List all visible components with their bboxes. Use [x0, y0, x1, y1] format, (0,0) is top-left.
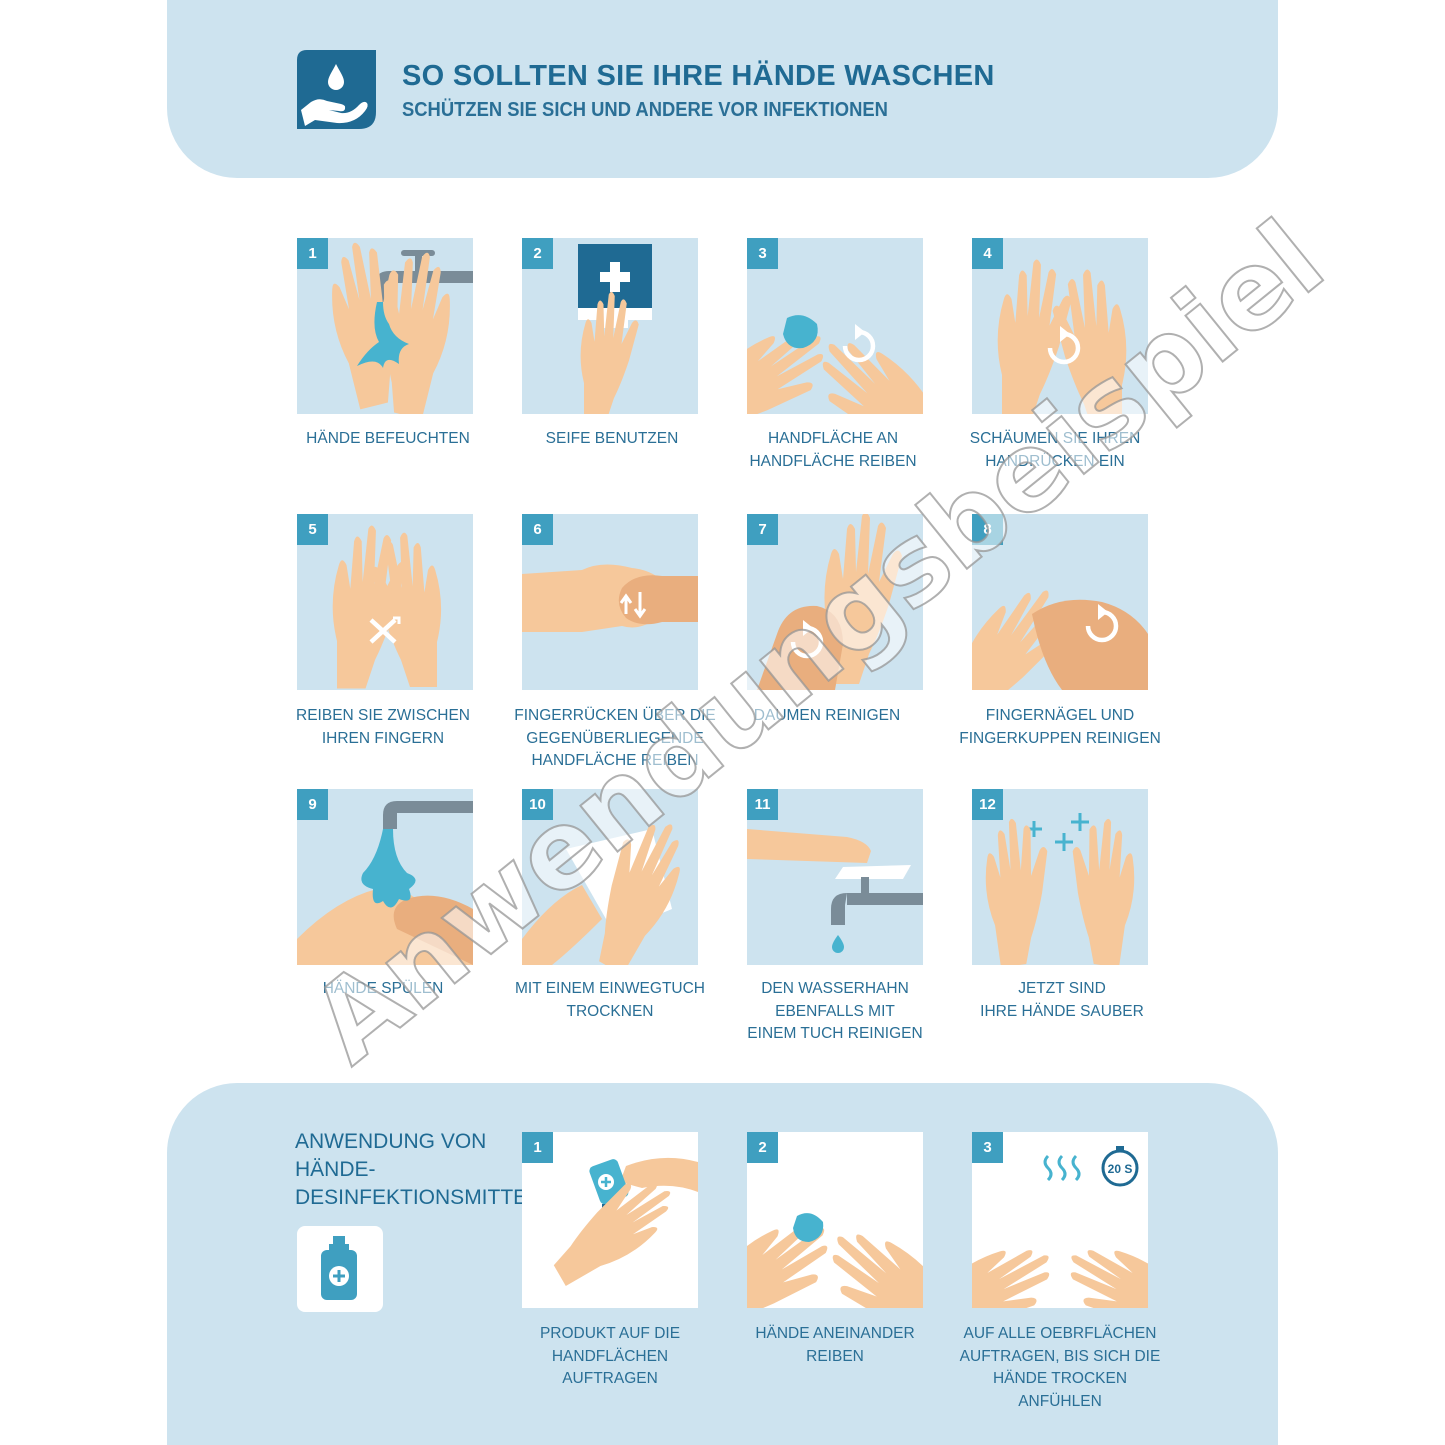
step-2-tile: 2: [522, 238, 698, 414]
soap-dispenser-icon: [578, 244, 652, 414]
step-11-caption: DEN WASSERHAHN EBENFALLS MIT EINEM TUCH …: [747, 980, 923, 1042]
faucet-towel-icon: [747, 829, 923, 953]
step-1-tile: 1: [297, 238, 473, 414]
step-number-badge: 8: [972, 514, 1003, 545]
towel-icon: [522, 808, 698, 965]
pour-sanitizer-icon: [536, 1157, 698, 1290]
disinfection-title: ANWENDUNG VON HÄNDE- DESINFEKTIONSMITTEL: [295, 1130, 539, 1209]
step-9-tile: 9: [297, 789, 473, 965]
step-number-badge: 7: [747, 514, 778, 545]
step-5-tile: 5: [297, 514, 473, 690]
disinfection-step-2-caption: HÄNDE ANEINANDER REIBEN: [755, 1325, 915, 1365]
dry-hands-timer-icon: 20 S: [972, 1146, 1148, 1308]
step-11-tile: 11: [747, 789, 923, 965]
page-subtitle: SCHÜTZEN SIE SICH UND ANDERE VOR INFEKTI…: [402, 99, 888, 121]
step-12-caption: JETZT SIND IHRE HÄNDE SAUBER: [980, 980, 1144, 1020]
step-number-badge: 3: [747, 238, 778, 269]
sanitizer-bottle-icon: [321, 1236, 357, 1300]
rinse-icon: [297, 801, 473, 965]
step-8-tile: 8: [972, 514, 1148, 690]
step-number-badge: 9: [297, 789, 328, 820]
step-number-badge: 5: [297, 514, 328, 545]
step-3-caption: HANDFLÄCHE AN HANDFLÄCHE REIBEN: [749, 430, 917, 470]
palm-rub-icon: [747, 307, 923, 414]
step-5-caption: REIBEN SIE ZWISCHEN IHREN FINGERN: [296, 707, 470, 747]
step-12-tile: 12: [972, 789, 1148, 965]
step-number-badge: 2: [522, 238, 553, 269]
step-4-caption: SCHÄUMEN SIE IHREN HANDRÜCKEN EIN: [969, 430, 1141, 470]
step-number-badge: 2: [747, 1132, 778, 1163]
step-number-badge: 11: [747, 789, 778, 820]
thumb-icon: [757, 514, 902, 690]
disinfection-step-1-tile: 1: [522, 1132, 698, 1308]
clean-hands-icon: [976, 813, 1144, 965]
page-title: SO SOLLTEN SIE IHRE HÄNDE WASCHEN: [402, 60, 995, 92]
faucet-hands-icon: [316, 238, 473, 414]
step-number-badge: 4: [972, 238, 1003, 269]
disinfection-step-3-caption: AUF ALLE OEBRFLÄCHEN AUFTRAGEN, BIS SICH…: [959, 1325, 1161, 1410]
step-3-tile: 3: [747, 238, 923, 414]
step-number-badge: 1: [297, 238, 328, 269]
disinfection-step-3-tile: 3 20 S: [972, 1132, 1148, 1308]
step-9-caption: HÄNDE SPÜLEN: [322, 980, 444, 997]
step-number-badge: 10: [522, 789, 553, 820]
step-10-caption: MIT EINEM EINWEGTUCH TROCKNEN: [514, 980, 706, 1020]
interlaced-fingers-icon: [332, 525, 442, 689]
step-number-badge: 6: [522, 514, 553, 545]
step-6-tile: 6: [522, 514, 698, 690]
knuckles-icon: [522, 564, 698, 632]
step-1-caption: HÄNDE BEFEUCHTEN: [306, 430, 470, 447]
step-8-caption: FINGERNÄGEL UND FINGERKUPPEN REINIGEN: [959, 707, 1161, 747]
hand-drop-icon: [297, 50, 376, 129]
rub-hands-icon: [747, 1199, 923, 1308]
disinfection-step-1-caption: PRODUKT AUF DIE HANDFLÄCHEN AUFTRAGEN: [539, 1325, 681, 1387]
step-4-tile: 4: [972, 238, 1148, 414]
step-number-badge: 3: [972, 1132, 1003, 1163]
step-7-caption: DAUMEN REINIGEN: [753, 707, 901, 724]
timer-label: 20 S: [1108, 1162, 1133, 1176]
sanitizer-card: [297, 1226, 383, 1312]
step-number-badge: 12: [972, 789, 1003, 820]
step-7-tile: 7: [747, 514, 923, 690]
step-2-caption: SEIFE BENUTZEN: [545, 430, 679, 447]
fingertips-icon: [972, 571, 1148, 690]
disinfection-step-2-tile: 2: [747, 1132, 923, 1308]
step-6-caption: FINGERRÜCKEN ÜBER DIE GEGENÜBERLIEGENDE …: [514, 707, 716, 769]
step-10-tile: 10: [522, 789, 698, 965]
step-number-badge: 1: [522, 1132, 553, 1163]
